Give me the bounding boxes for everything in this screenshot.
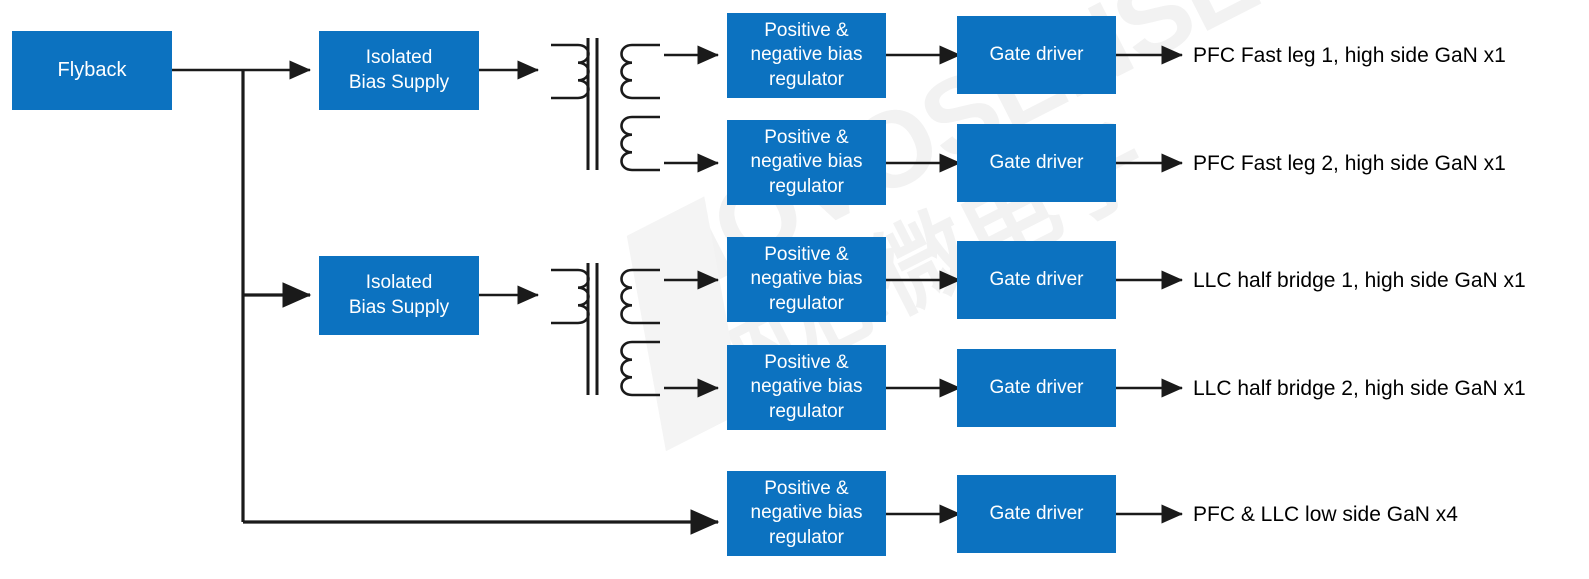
gate-driver-2-label: Gate driver [989, 151, 1084, 173]
gate-driver-1-box[interactable]: Gate driver [957, 16, 1116, 94]
isolated-bias-supply-2-box[interactable]: Isolated Bias Supply [319, 256, 479, 335]
bias-regulator-5-line3: regulator [769, 526, 844, 548]
bias-regulator-2-box[interactable]: Positive & negative bias regulator [727, 120, 886, 205]
bias-regulator-5-line2: negative bias [750, 502, 863, 524]
bias-regulator-3-line1: Positive & [764, 244, 849, 266]
bias-regulator-4-line1: Positive & [764, 352, 849, 374]
gate-driver-3-label: Gate driver [989, 268, 1084, 290]
isolated-bias-supply-1-line2: Bias Supply [348, 71, 450, 93]
transformer-2-symbol [551, 263, 660, 397]
gate-driver-2-box[interactable]: Gate driver [957, 124, 1116, 202]
flyback-box[interactable]: Flyback [12, 31, 172, 110]
output-label-5: PFC & LLC low side GaN x4 [1193, 503, 1458, 526]
output-label-1: PFC Fast leg 1, high side GaN x1 [1193, 44, 1506, 67]
bias-regulator-4-line3: regulator [769, 400, 844, 422]
bias-regulator-1-line3: regulator [769, 68, 844, 90]
gate-driver-5-label: Gate driver [989, 502, 1084, 524]
output-label-2: PFC Fast leg 2, high side GaN x1 [1193, 152, 1506, 175]
isolated-bias-supply-1-box[interactable]: Isolated Bias Supply [319, 31, 479, 110]
output-label-4: LLC half bridge 2, high side GaN x1 [1193, 377, 1526, 400]
isolated-bias-supply-2-line2: Bias Supply [348, 296, 450, 318]
bias-regulator-4-line2: negative bias [750, 376, 863, 398]
bias-regulator-2-line3: regulator [769, 175, 844, 197]
gate-driver-4-box[interactable]: Gate driver [957, 349, 1116, 427]
transformer-1-symbol [551, 38, 660, 172]
gate-driver-5-box[interactable]: Gate driver [957, 475, 1116, 553]
flyback-label: Flyback [57, 58, 127, 81]
bias-regulator-2-line2: negative bias [750, 151, 863, 173]
bias-regulator-3-line2: negative bias [750, 268, 863, 290]
bias-regulator-1-line2: negative bias [750, 44, 863, 66]
isolated-bias-supply-2-line1: Isolated [365, 272, 433, 294]
bias-regulator-1-line1: Positive & [764, 20, 849, 42]
bias-regulator-5-line1: Positive & [764, 478, 849, 500]
bias-regulator-3-box[interactable]: Positive & negative bias regulator [727, 237, 886, 322]
bias-regulator-3-line3: regulator [769, 292, 844, 314]
bias-regulator-2-line1: Positive & [764, 127, 849, 149]
bias-regulator-5-box[interactable]: Positive & negative bias regulator [727, 471, 886, 556]
gate-driver-3-box[interactable]: Gate driver [957, 241, 1116, 319]
isolated-bias-supply-1-line1: Isolated [365, 47, 433, 69]
output-label-3: LLC half bridge 1, high side GaN x1 [1193, 269, 1526, 292]
gate-driver-1-label: Gate driver [989, 43, 1084, 65]
bias-regulator-1-box[interactable]: Positive & negative bias regulator [727, 13, 886, 98]
gate-driver-4-label: Gate driver [989, 376, 1084, 398]
bias-regulator-4-box[interactable]: Positive & negative bias regulator [727, 345, 886, 430]
